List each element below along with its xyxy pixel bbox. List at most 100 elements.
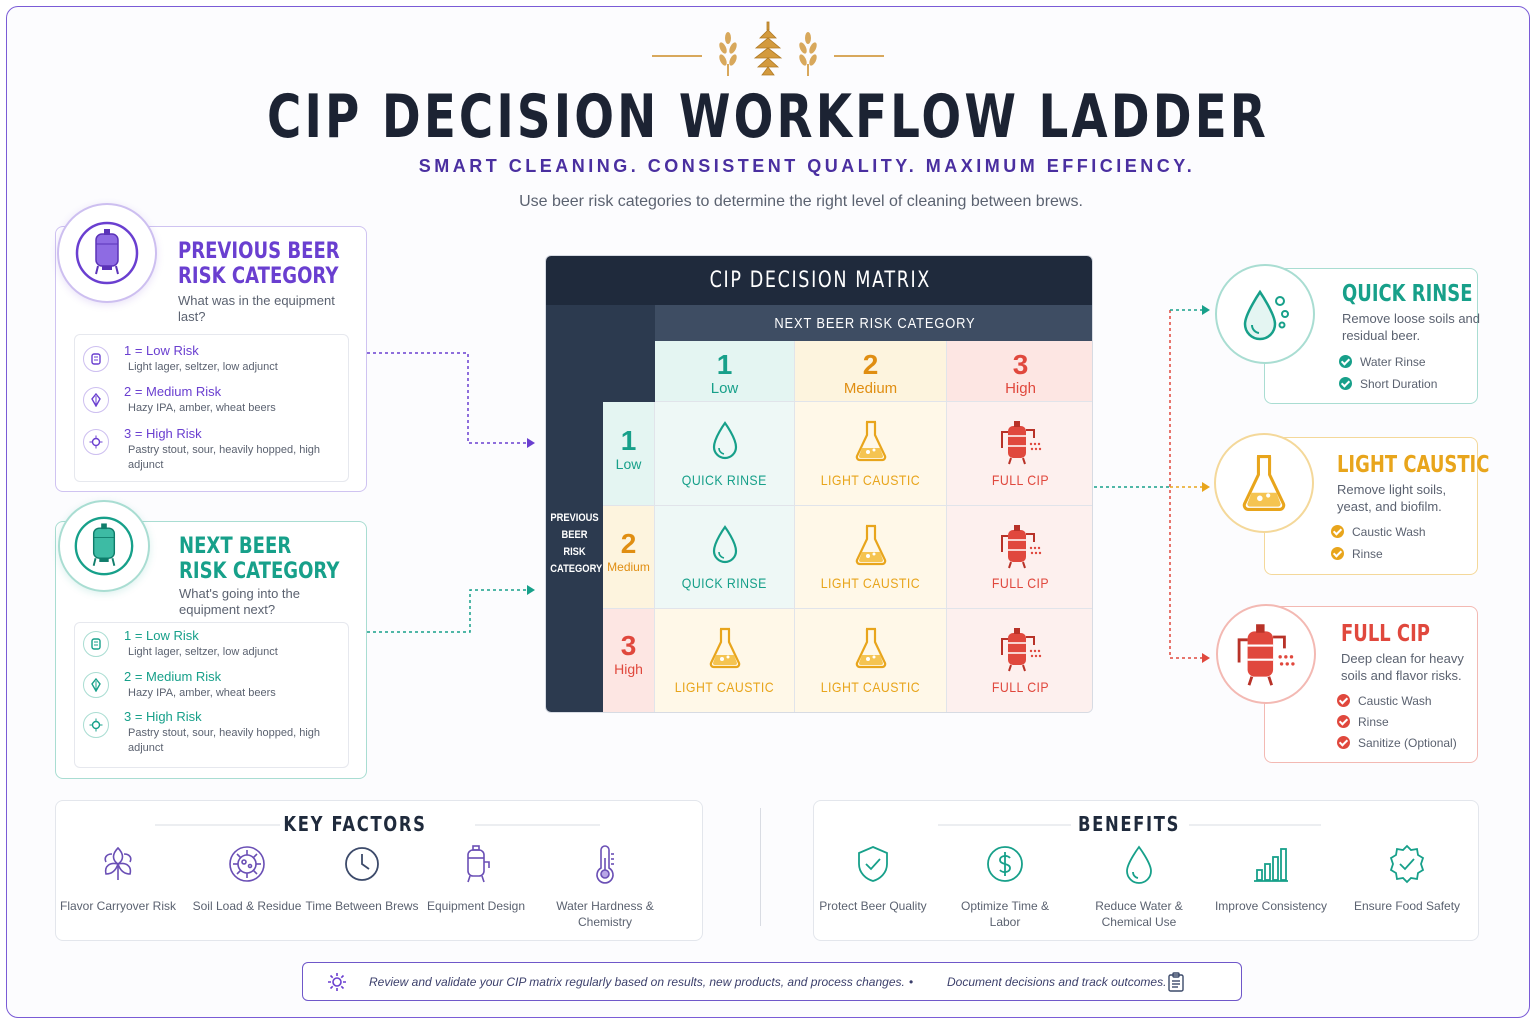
cell-label: FULL CIP	[991, 575, 1050, 591]
fermenter-tank-icon	[58, 500, 150, 592]
footer-separator: •	[909, 975, 914, 989]
cell-label: LIGHT CAUSTIC	[820, 575, 921, 591]
key-factor-label: Flavor Carryover Risk	[59, 899, 176, 913]
cell-label: FULL CIP	[991, 472, 1050, 488]
hop-icon	[83, 387, 109, 413]
water-drop-icon	[1126, 845, 1152, 884]
outcome-bullet: Water Rinse	[1339, 355, 1426, 369]
matrix-cell-r2-c3: FULL CIP	[947, 506, 1092, 609]
row-header-label: PREVIOUS BEER RISK CATEGORY	[550, 512, 603, 575]
matrix-cell-r2-c2: LIGHT CAUSTIC	[795, 506, 947, 609]
key-factor-label: Soil Load & Residue	[192, 899, 302, 913]
benefits-divider	[938, 824, 1321, 826]
benefit-item: Reduce Water & Chemical Use	[1079, 844, 1199, 930]
benefit-label: Ensure Food Safety	[1353, 899, 1461, 913]
next-panel-title-1: NEXT BEER	[179, 534, 292, 559]
check-icon	[1331, 525, 1344, 538]
row-header-1: 1 Low	[603, 402, 655, 506]
benefits-panel	[813, 800, 1479, 941]
tank-icon	[83, 346, 109, 372]
matrix-cell-r1-c2: LIGHT CAUSTIC	[795, 402, 947, 506]
col-label: High	[1005, 380, 1036, 397]
key-factors-divider	[155, 824, 600, 826]
virus-icon	[83, 712, 109, 738]
col-header-2: 2 Medium	[795, 341, 947, 402]
matrix-cell-r1-c3: FULL CIP	[947, 402, 1092, 506]
flask-icon	[855, 524, 886, 566]
shield-check-icon	[858, 846, 888, 882]
bar-chart-icon	[1254, 848, 1288, 882]
matrix-title: CIP DECISION MATRIX	[546, 256, 1092, 305]
page-subtitle: SMART CLEANING. CONSISTENT QUALITY. MAXI…	[418, 156, 1196, 176]
key-factor-label: Water Hardness & Chemistry	[556, 899, 654, 929]
key-factor-item: Time Between Brews	[302, 844, 422, 914]
flask-icon	[1214, 433, 1314, 533]
previous-panel-title-1: PREVIOUS BEER	[178, 239, 340, 264]
key-factor-item: Soil Load & Residue	[187, 844, 307, 914]
page-intro: Use beer risk categories to determine th…	[519, 193, 1083, 210]
check-icon	[1339, 355, 1352, 368]
outcome-bullet: Rinse	[1337, 715, 1389, 729]
hop-icon	[83, 672, 109, 698]
page-title: CIP DECISION WORKFLOW LADDER	[267, 82, 1269, 152]
hop-logo-icon	[652, 21, 884, 76]
key-factor-label: Equipment Design	[426, 899, 526, 913]
matrix-cell-r2-c1: QUICK RINSE	[655, 506, 795, 609]
cell-label: FULL CIP	[991, 679, 1050, 695]
benefit-label: Protect Beer Quality	[819, 899, 927, 913]
risk-desc: Hazy IPA, amber, wheat beers	[128, 402, 276, 414]
matrix-cell-r3-c1: LIGHT CAUSTIC	[655, 609, 795, 712]
cell-label: LIGHT CAUSTIC	[820, 679, 921, 695]
col-header-3: 3 High	[947, 341, 1092, 402]
col-label: Medium	[843, 380, 898, 397]
hop-icon	[104, 846, 132, 880]
outcome-title: QUICK RINSE	[1342, 281, 1473, 307]
cell-label: QUICK RINSE	[682, 575, 767, 591]
footer-text-2: Document decisions and track outcomes.	[947, 975, 1167, 989]
benefits-title: BENEFITS	[1077, 812, 1181, 836]
outcome-bullet: Caustic Wash	[1331, 525, 1426, 539]
risk-desc: Light lager, seltzer, low adjunct	[128, 646, 278, 658]
dollar-icon	[987, 846, 1023, 882]
flask-icon	[709, 627, 740, 669]
flask-icon	[855, 420, 886, 462]
outcome-title: FULL CIP	[1341, 621, 1430, 647]
risk-label: 3 = High Risk	[124, 426, 202, 441]
bottom-divider	[760, 808, 761, 926]
cell-label: LIGHT CAUSTIC	[674, 679, 775, 695]
previous-panel-title-2: RISK CATEGORY	[178, 264, 339, 289]
tank-spray-icon	[1000, 628, 1041, 672]
matrix-cell-r3-c3: FULL CIP	[947, 609, 1092, 712]
benefit-label: Optimize Time & Labor	[960, 899, 1050, 929]
risk-label: 2 = Medium Risk	[124, 669, 222, 684]
key-factor-item: Flavor Carryover Risk	[58, 844, 178, 914]
outcome-quick-rinse: QUICK RINSE Remove loose soils and resid…	[1264, 268, 1480, 404]
check-icon	[1339, 377, 1352, 390]
cell-label: QUICK RINSE	[682, 472, 767, 488]
cell-label: LIGHT CAUSTIC	[820, 472, 921, 488]
matrix-row-header: PREVIOUS BEER RISK CATEGORY	[546, 402, 603, 712]
col-label: Low	[710, 380, 739, 397]
matrix-corner	[546, 305, 655, 402]
outcome-bullet: Short Duration	[1339, 377, 1437, 391]
key-factor-item: Water Hardness & Chemistry	[545, 844, 665, 930]
risk-desc: Pastry stout, sour, heavily hopped, high…	[128, 444, 321, 471]
col-num: 2	[862, 349, 879, 380]
badge-check-icon	[1389, 844, 1425, 884]
matrix-cell-r3-c2: LIGHT CAUSTIC	[795, 609, 947, 712]
key-factors-title: KEY FACTORS	[283, 812, 427, 836]
risk-label: 1 = Low Risk	[124, 628, 199, 643]
check-icon	[1337, 694, 1350, 707]
key-factor-item: Equipment Design	[416, 844, 536, 914]
row-label: Medium	[607, 560, 650, 574]
outcome-bullet: Caustic Wash	[1337, 694, 1432, 708]
matrix-cell-r1-c1: QUICK RINSE	[655, 402, 795, 506]
risk-desc: Pastry stout, sour, heavily hopped, high…	[128, 727, 321, 754]
benefit-label: Reduce Water & Chemical Use	[1095, 899, 1183, 929]
water-drop-icon	[712, 525, 737, 564]
outcome-bullet: Sanitize (Optional)	[1337, 736, 1457, 750]
clock-icon	[345, 847, 379, 881]
matrix-col-header: NEXT BEER RISK CATEGORY	[655, 305, 1092, 341]
outcome-desc: Deep clean for heavy soils and flavor ri…	[1341, 651, 1464, 683]
row-label: High	[614, 661, 643, 677]
